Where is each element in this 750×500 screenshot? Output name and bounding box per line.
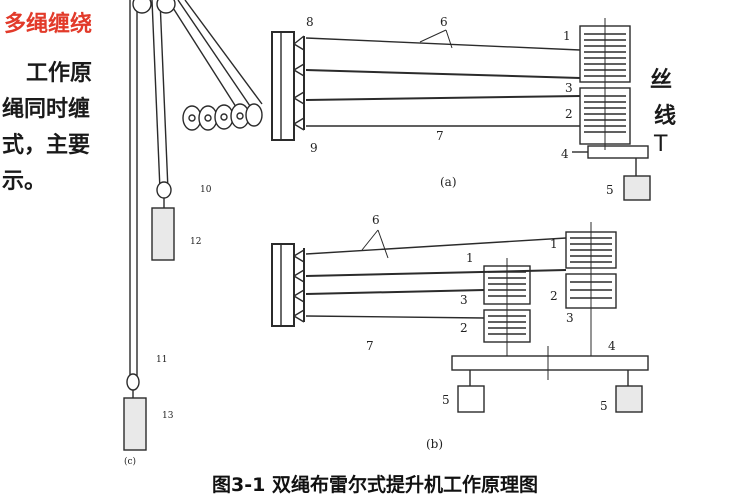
label-b-4: 4 — [608, 339, 616, 353]
label-c-panel: (c) — [124, 456, 136, 467]
body-line-2: 绳同时缠 — [2, 97, 91, 122]
label-a-9: 9 — [310, 141, 318, 155]
panel-b-drawing — [271, 222, 649, 413]
label-c-10: 10 — [200, 185, 212, 195]
body-line-1: 工作原 — [26, 61, 93, 86]
label-a-2: 2 — [565, 107, 573, 121]
label-c-12: 12 — [190, 237, 201, 247]
label-b-3-mid: 3 — [460, 293, 468, 307]
body-fragment-right-1: 丝 — [650, 68, 673, 93]
body-line-4: 示。 — [2, 169, 47, 194]
label-a-4: 4 — [561, 147, 569, 161]
panel-a-drawing — [271, 18, 651, 201]
label-b-5-right: 5 — [600, 399, 608, 413]
panel-c-drawing — [123, 0, 263, 451]
label-b-2-mid: 2 — [460, 321, 468, 335]
slide-heading: 多绳缠绕 — [4, 12, 93, 37]
figure-caption: 图3-1 双绳布雷尔式提升机工作原理图 — [212, 474, 538, 496]
label-b-7: 7 — [366, 339, 374, 353]
label-b-6: 6 — [372, 213, 380, 227]
slide-body: 工作原 绳同时缠 式，主要 示。 — [2, 56, 93, 200]
label-a-3: 3 — [565, 81, 573, 95]
label-a-1: 1 — [563, 29, 571, 43]
label-b-1-mid: 1 — [466, 251, 474, 265]
label-b-1-right: 1 — [550, 237, 558, 251]
label-a-5: 5 — [606, 183, 614, 197]
label-c-11: 11 — [156, 355, 167, 365]
label-b-2-right: 2 — [550, 289, 558, 303]
label-a-6: 6 — [440, 15, 448, 29]
body-line-3: 式，主要 — [2, 133, 91, 158]
label-a-panel: (a) — [440, 175, 457, 189]
label-b-5-left: 5 — [442, 393, 450, 407]
label-c-13: 13 — [162, 411, 174, 421]
label-b-3-right: 3 — [566, 311, 574, 325]
body-fragment-right-2: 线 — [654, 104, 677, 129]
label-a-8: 8 — [306, 15, 314, 29]
label-a-7: 7 — [436, 129, 444, 143]
label-b-panel: (b) — [426, 437, 443, 451]
body-fragment-right-3: T — [654, 132, 668, 157]
